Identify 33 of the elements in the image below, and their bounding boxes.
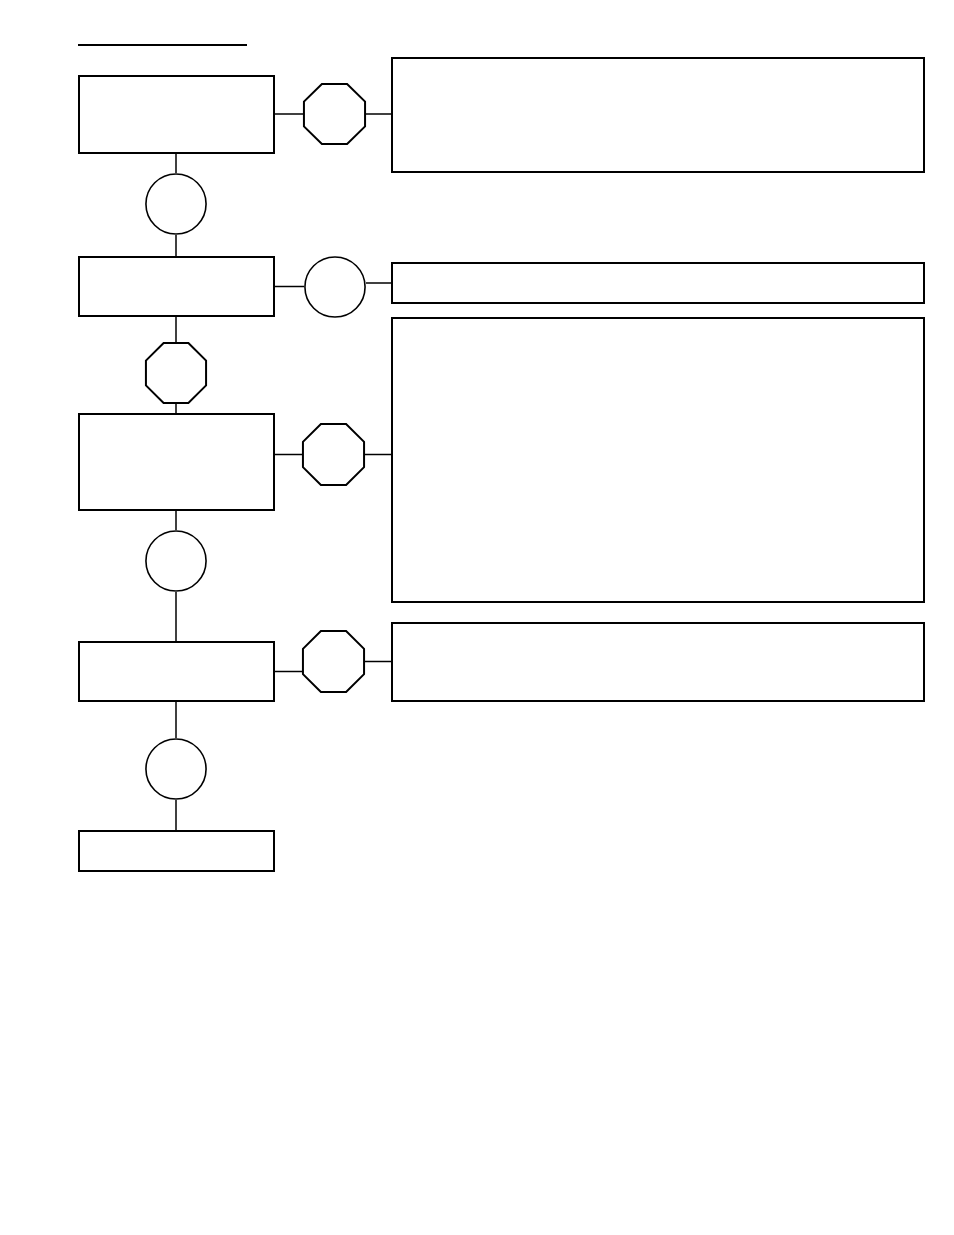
flow-box: [78, 641, 275, 702]
connector-line: [365, 113, 392, 115]
flow-circle: [145, 173, 207, 235]
connector-line: [364, 660, 392, 663]
flow-box: [391, 262, 925, 304]
flow-box: [78, 830, 275, 872]
flow-circle: [145, 530, 207, 592]
connector-line: [175, 799, 177, 831]
flow-octagon: [303, 83, 366, 145]
flow-octagon: [145, 342, 207, 404]
connector-line: [175, 153, 177, 174]
connector-line: [274, 670, 303, 673]
connector-line: [175, 316, 177, 343]
connector-line: [274, 285, 305, 288]
flow-box: [391, 317, 925, 603]
connector-line: [274, 113, 304, 115]
connector-line: [365, 282, 392, 284]
connector-line: [175, 510, 177, 531]
flow-circle: [145, 738, 207, 800]
flow-box: [78, 413, 275, 511]
flow-octagon: [302, 630, 365, 693]
flow-box: [78, 256, 275, 317]
flow-box: [78, 75, 275, 154]
connector-line: [175, 234, 177, 257]
flow-octagon: [302, 423, 365, 486]
flow-box: [391, 622, 925, 702]
connector-line: [364, 453, 392, 456]
flow-circle: [304, 256, 366, 318]
connector-line: [175, 591, 177, 642]
flow-box: [391, 57, 925, 173]
connector-line: [274, 453, 303, 456]
connector-line: [175, 403, 177, 414]
connector-line: [175, 701, 177, 739]
